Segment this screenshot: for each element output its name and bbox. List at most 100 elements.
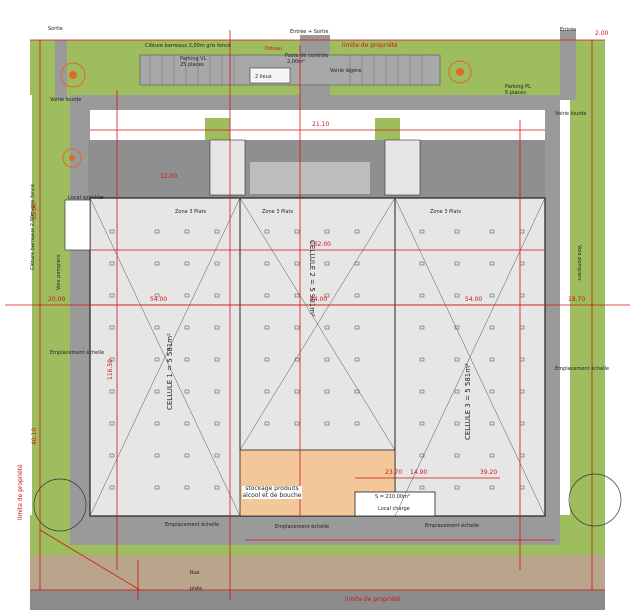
pillar [419,293,425,298]
dim-cell-2-width: 54.00 [310,296,327,303]
pillar [419,421,425,426]
pillar [154,261,160,266]
label-parking-vl: Parking VL [180,56,207,62]
dim-dock-depth: 12.00 [160,173,177,180]
label-escalier-3: Emplacement échelle [425,522,479,529]
pillar [264,389,270,394]
dim-hk: 15.00 [31,203,38,220]
label-cell-1: CELLULE 1 = 5 581m² [166,333,174,410]
pillar [454,453,460,458]
pillar [109,261,115,266]
pillar [184,453,190,458]
label-gatehouse: Poste de contrôle [285,52,328,59]
pillar [489,293,495,298]
pillar [419,325,425,330]
pillar [324,261,330,266]
trees [33,60,622,532]
dock-zones [88,139,545,198]
pillar [489,357,495,362]
dim-bottom-2: 14.90 [410,469,427,476]
pillar [324,325,330,330]
pillar [264,357,270,362]
label-voie-pompiers-left: Voie pompiers [56,254,62,290]
pillar [154,389,160,394]
pillar [294,389,300,394]
pillar [324,229,330,234]
pillar [489,485,495,490]
pillar [184,485,190,490]
pillar [154,421,160,426]
pillar [354,357,360,362]
pillar [454,261,460,266]
pillar [489,453,495,458]
road-network [30,30,605,610]
label-gatehouse-area: 2,00m² [287,59,305,65]
pillar [184,389,190,394]
pillar [294,229,300,234]
label-property-limit-left: limite de propriété [17,464,24,520]
pillar [109,485,115,490]
dim-bottom-3: 39.20 [480,469,497,476]
label-street: Rue [190,570,200,576]
dim-cell-1-width: 54.00 [150,296,167,303]
pillar [354,229,360,234]
pillar [324,357,330,362]
pillar [354,293,360,298]
label-property-limit-top: limite de propriété [342,42,398,49]
pillar [419,261,425,266]
label-escalier-left: Emplacement échelle [50,349,104,356]
pillar [454,421,460,426]
label-pole: Poteau [265,46,282,52]
pillar [489,261,495,266]
pillar [454,229,460,234]
label-path: piste [190,586,202,592]
pillar [184,293,190,298]
label-docks-2: Zone 3 Plats [262,209,294,215]
pillar [294,293,300,298]
pillar [214,229,220,234]
label-parking-vl-count: 25 places [180,62,204,68]
pillar [294,357,300,362]
label-entree: Entrée [560,26,576,33]
label-sprinkler: Local sprinkler [68,195,105,201]
pillar [184,421,190,426]
pillar [294,325,300,330]
pillar [154,229,160,234]
pillar [454,389,460,394]
pillar [454,357,460,362]
label-parking-pl: Parking PL [505,84,531,90]
pillar [154,325,160,330]
label-cell-2: CELLULE 2 = 5 901m² [308,240,316,317]
dim-vertical-left: 40.10 [31,428,38,445]
pillar [109,293,115,298]
pillar [454,485,460,490]
parking-vl-top [139,54,441,86]
dim-width-total: 162.00 [310,241,331,248]
label-docks-1: Zone 3 Plats [175,209,207,215]
pillar [489,325,495,330]
pillar [419,357,425,362]
pillar [214,293,220,298]
pillar-grid [109,229,525,490]
dim-height: 116.50 [107,359,114,380]
pillar [354,421,360,426]
pillar [109,453,115,458]
label-cell-3: CELLULE 3 = 5 581m² [464,363,472,440]
dimension-labels: 162.00 54.00 54.00 54.00 20.00 18.70 116… [31,30,609,476]
label-charging-area: S = 210,00m² [375,494,410,500]
pillar [489,389,495,394]
dimension-lines [5,30,630,600]
pillar [154,485,160,490]
plan-labels: Sortie Entrée + Sortie Entrée Clôture ba… [17,26,609,603]
pillar [214,357,220,362]
dim-left-offset: 20.00 [48,296,65,303]
pillar [324,421,330,426]
dim-grid-top: 2.00 [595,30,609,37]
pillar [264,325,270,330]
dim-bottom-1: 23.70 [385,469,402,476]
pillar [489,421,495,426]
pillar [419,453,425,458]
pillar [454,325,460,330]
pillar [109,389,115,394]
